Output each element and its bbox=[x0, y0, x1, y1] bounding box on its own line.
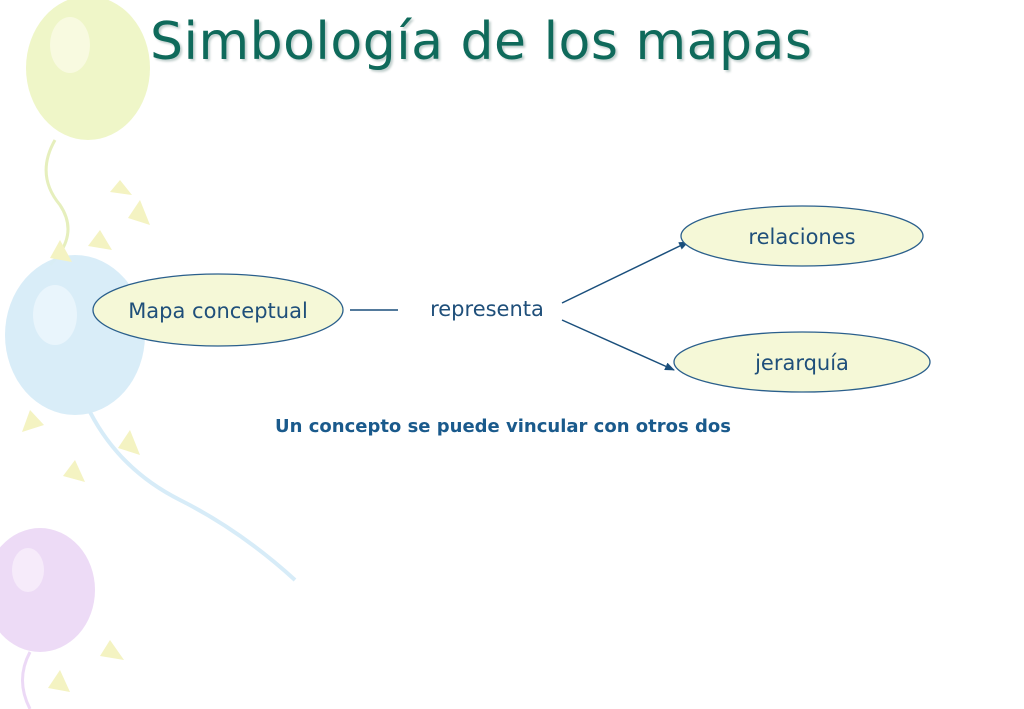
node-label: relaciones bbox=[748, 225, 855, 249]
node-jerarquia: jerarquía bbox=[673, 331, 931, 393]
node-mapa-conceptual: Mapa conceptual bbox=[92, 273, 344, 347]
node-label: jerarquía bbox=[754, 351, 849, 375]
slide-title: Simbología de los mapas bbox=[150, 12, 813, 72]
diagram-caption: Un concepto se puede vincular con otros … bbox=[275, 416, 731, 437]
balloon-icon bbox=[26, 0, 150, 267]
arrow-to-jerarquia bbox=[561, 319, 675, 371]
balloon-icon bbox=[0, 528, 95, 709]
node-relaciones: relaciones bbox=[680, 205, 924, 267]
link-word: representa bbox=[430, 297, 544, 321]
node-label: Mapa conceptual bbox=[128, 299, 308, 323]
sparkle-icon bbox=[22, 180, 150, 692]
arrow-to-relaciones bbox=[561, 241, 689, 304]
